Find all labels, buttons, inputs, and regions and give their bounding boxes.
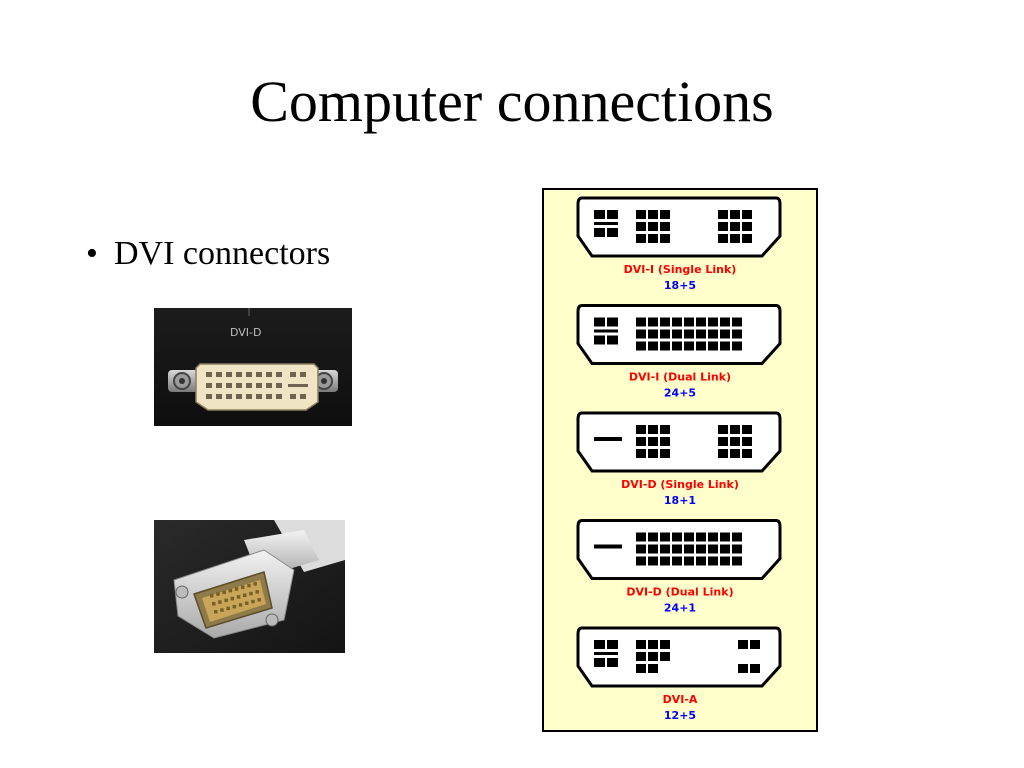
dvi-d-socket-photo: DVI-D bbox=[154, 308, 352, 426]
bullet-marker: • bbox=[86, 235, 98, 272]
connector-pin-count: 24+5 bbox=[664, 387, 696, 400]
connector-pin-count: 18+5 bbox=[664, 279, 696, 292]
connector-outline bbox=[576, 196, 782, 258]
connector-outline bbox=[576, 411, 782, 473]
connector-pin-count: 12+5 bbox=[664, 709, 696, 722]
dvi-connector-1: DVI-I (Single Link) 18+5 bbox=[576, 196, 782, 292]
socket-label: DVI-D bbox=[230, 326, 262, 339]
connector-pin-count: 18+1 bbox=[664, 494, 696, 507]
connector-name: DVI-I (Dual Link) bbox=[629, 371, 731, 384]
dvi-cable-plug-photo bbox=[154, 520, 345, 653]
dvi-connector-5: DVI-A 12+5 bbox=[576, 626, 782, 722]
connector-name: DVI-A bbox=[663, 693, 698, 706]
connector-outline bbox=[576, 626, 782, 688]
dvi-connector-3: DVI-D (Single Link) 18+1 bbox=[576, 411, 782, 507]
connector-name: DVI-D (Single Link) bbox=[621, 478, 739, 491]
connector-name: DVI-I (Single Link) bbox=[624, 263, 737, 276]
connector-pin-count: 24+1 bbox=[664, 602, 696, 615]
dvi-connector-2: DVI-I (Dual Link) 24+5 bbox=[576, 304, 782, 400]
connector-name: DVI-D (Dual Link) bbox=[626, 586, 733, 599]
dvi-connector-4: DVI-D (Dual Link) 24+1 bbox=[576, 519, 782, 615]
slide-title: Computer connections bbox=[250, 69, 774, 134]
bullet-item-dvi-connectors: • DVI connectors bbox=[86, 232, 330, 276]
bullet-text: DVI connectors bbox=[114, 235, 331, 272]
